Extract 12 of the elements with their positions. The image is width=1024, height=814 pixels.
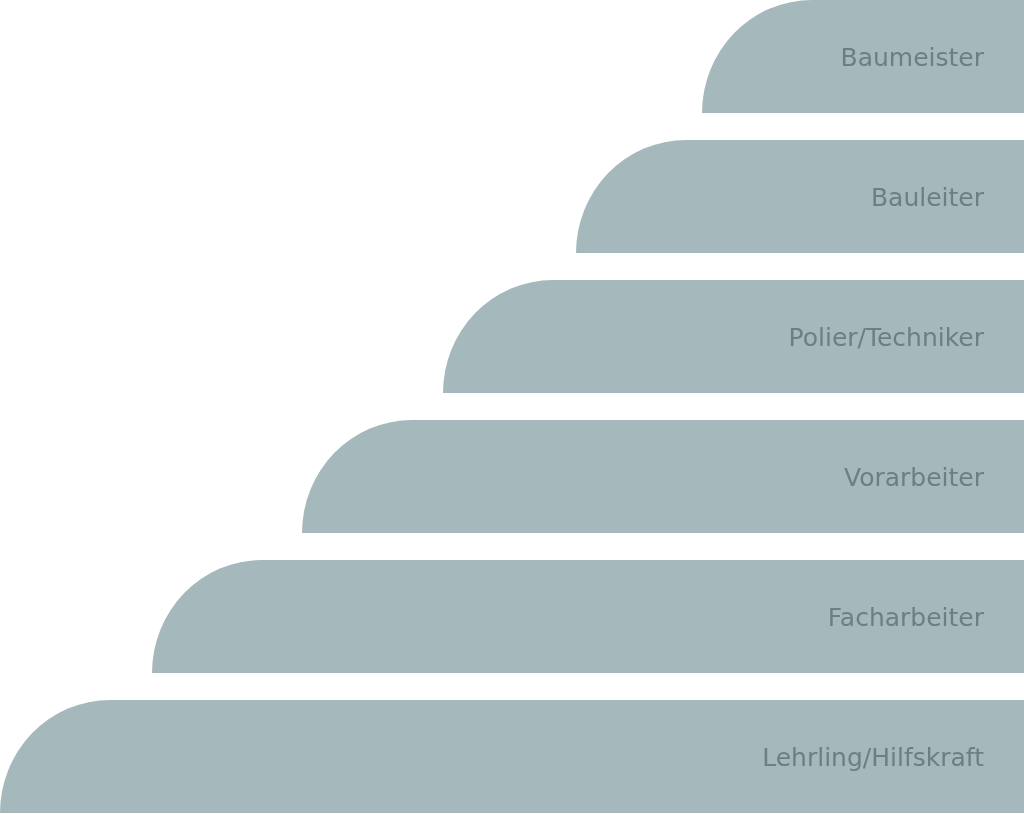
step-band bbox=[443, 280, 1024, 393]
step-label: Baumeister bbox=[840, 42, 984, 71]
step-label: Facharbeiter bbox=[827, 602, 984, 631]
step-band bbox=[702, 0, 1024, 113]
step-label: Polier/Techniker bbox=[788, 322, 984, 351]
step-band bbox=[0, 700, 1024, 813]
step-band bbox=[152, 560, 1024, 673]
step-band bbox=[576, 140, 1024, 253]
step-band bbox=[302, 420, 1024, 533]
step-label: Lehrling/Hilfskraft bbox=[762, 742, 984, 771]
step-label: Bauleiter bbox=[870, 182, 984, 211]
step-label: Vorarbeiter bbox=[844, 462, 984, 491]
